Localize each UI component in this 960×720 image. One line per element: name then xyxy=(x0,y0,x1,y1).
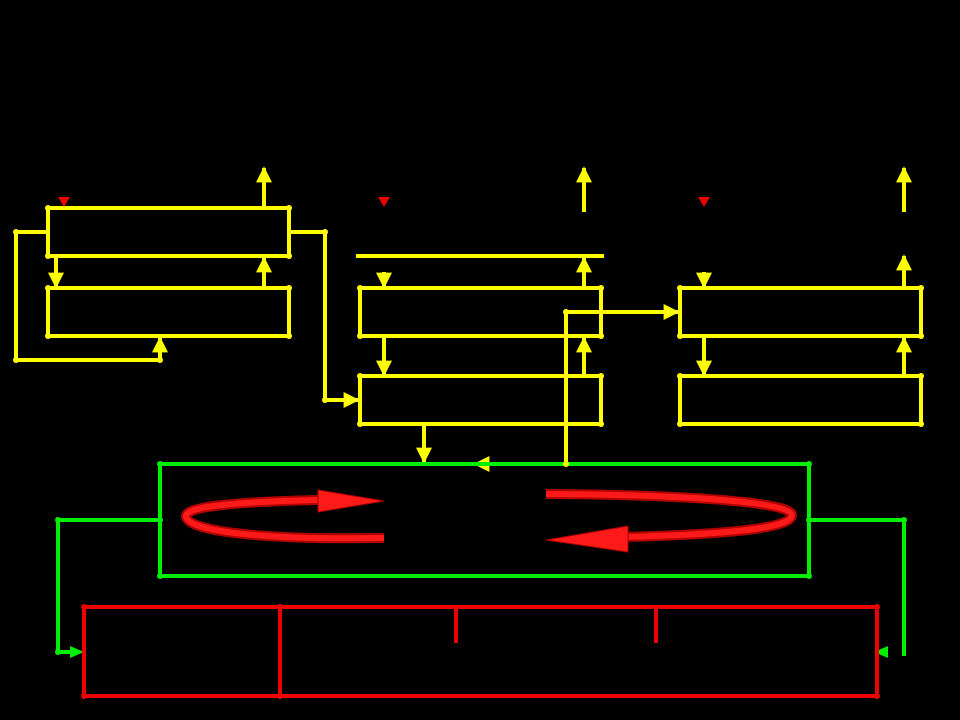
base-box xyxy=(82,605,879,698)
unit-middle xyxy=(356,166,680,472)
unit-left-upper-box xyxy=(46,206,291,258)
unit-right xyxy=(678,166,923,426)
unit-middle-feed-marker xyxy=(378,197,390,207)
unit-right-feed-marker xyxy=(698,197,710,207)
unit-middle-lower-box xyxy=(358,374,603,426)
chamber xyxy=(56,462,906,656)
chamber-box xyxy=(158,462,811,578)
chamber-left-loop xyxy=(56,518,160,654)
junction-dots-red xyxy=(81,604,880,699)
unit-left-feed-marker xyxy=(58,197,70,207)
unit-left xyxy=(14,166,360,408)
transfer-line-left-to-middle xyxy=(289,230,360,408)
chamber-right-loop-arrow xyxy=(874,646,888,658)
unit-right-lower-box xyxy=(678,374,923,426)
chamber-right-loop xyxy=(809,518,906,656)
unit-right-upper-box xyxy=(678,286,923,338)
junction-dots-green xyxy=(55,461,907,655)
swirl-right-arrowhead xyxy=(545,525,629,553)
swirl-left xyxy=(180,489,385,544)
chamber-left-loop-arrow xyxy=(70,646,84,658)
unit-left-lower-box xyxy=(46,286,291,338)
base-structure xyxy=(82,605,879,698)
swirl-right xyxy=(545,489,798,553)
swirl-left-arrowhead xyxy=(317,489,385,513)
unit-left-recycle-line xyxy=(14,230,160,362)
junction-dots xyxy=(13,205,924,467)
